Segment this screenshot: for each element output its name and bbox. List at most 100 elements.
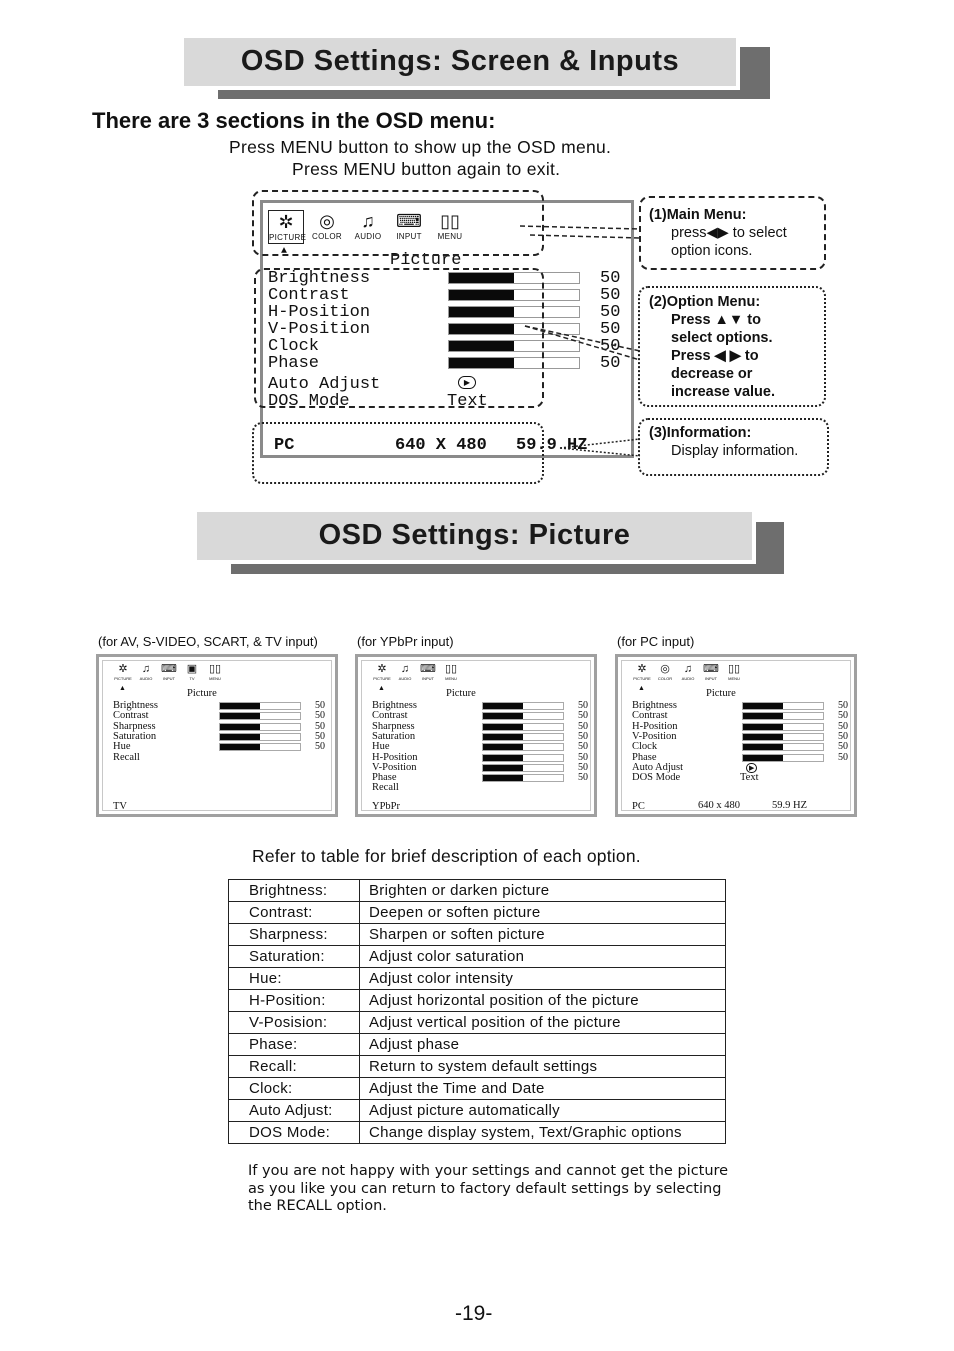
screen-option-slider[interactable] (482, 743, 564, 752)
screen-option-label: Phase (632, 751, 657, 763)
screen-extra-option[interactable]: Recall (113, 751, 140, 763)
input-icon[interactable]: ⌨INPUT (418, 663, 438, 683)
input-icon[interactable]: ⌨INPUT (159, 663, 179, 683)
callout-main-menu-line2: option icons. (671, 243, 753, 259)
audio-icon[interactable]: ♫AUDIO (136, 663, 156, 683)
play-icon[interactable]: ▶ (746, 762, 758, 773)
icon-glyph: ⌨ (703, 663, 719, 675)
callout-main-menu-text: (1)Main Menu: press◀▶ to select option i… (649, 206, 787, 260)
input-icon[interactable]: ⌨INPUT (391, 210, 427, 244)
audio-icon[interactable]: ♫AUDIO (678, 663, 698, 683)
osd-option-slider[interactable] (448, 306, 580, 318)
screen-option-slider[interactable] (742, 753, 824, 762)
osd-option-slider[interactable] (448, 340, 580, 352)
screen-option-slider[interactable] (742, 722, 824, 731)
screen-option-slider[interactable] (482, 774, 564, 783)
slider-fill (449, 273, 514, 283)
footnote-line-1: If you are not happy with your settings … (248, 1163, 729, 1179)
icon-glyph: ♫ (141, 663, 151, 675)
menu-book-icon[interactable]: ▯▯MENU (205, 663, 225, 683)
screen-option-label: Brightness (372, 700, 417, 711)
screen-option-slider[interactable] (219, 743, 301, 752)
screen-option-slider[interactable] (219, 702, 301, 710)
osd-option-slider[interactable] (448, 323, 580, 335)
screen-option-slider[interactable] (219, 722, 301, 731)
screen-option-slider[interactable] (482, 732, 564, 741)
screen-inner-border (361, 660, 591, 811)
osd-option-label: Contrast (268, 286, 350, 305)
slider-fill (449, 358, 514, 368)
audio-icon[interactable]: ♫AUDIO (350, 210, 386, 244)
slider-fill (220, 713, 260, 720)
picture-icon[interactable]: ✲PICTURE (268, 210, 306, 244)
screen-option-slider[interactable] (482, 753, 564, 762)
table-row: Sharpness:Sharpen or soften picture (228, 923, 726, 946)
screen-option-slider[interactable] (742, 743, 824, 752)
screen-extra-option[interactable]: Recall (372, 782, 399, 794)
picture-icon[interactable]: ✲PICTURE (372, 663, 392, 683)
screen-extra-option[interactable]: DOS Mode (632, 772, 681, 784)
tv-icon[interactable]: ▣TV (182, 663, 202, 683)
section-title-picture: OSD Settings: Picture (197, 512, 756, 564)
screen-option-label: Brightness (113, 700, 158, 711)
screen-option-slider[interactable] (219, 712, 301, 721)
icon-glyph: ✲ (278, 212, 294, 232)
screen-option-slider[interactable] (742, 712, 824, 721)
picture-icon[interactable]: ✲PICTURE (632, 663, 652, 683)
menu-book-icon[interactable]: ▯▯MENU (724, 663, 744, 683)
osd-option-value: 50 (600, 320, 621, 339)
osd-option-slider[interactable] (448, 289, 580, 301)
screen-option-slider[interactable] (482, 763, 564, 772)
screen-caption: (for YPbPr input) (357, 634, 454, 649)
osd-auto-adjust-label: Auto Adjust (268, 375, 381, 394)
picture-icon[interactable]: ✲PICTURE (113, 663, 133, 683)
icon-glyph: ✲ (377, 663, 387, 675)
screen-option-slider[interactable] (482, 722, 564, 731)
menu-book-icon[interactable]: ▯▯MENU (432, 210, 468, 244)
rgb-color-icon[interactable]: ◎COLOR (309, 210, 345, 244)
play-icon[interactable]: ▶ (458, 376, 476, 389)
input-icon[interactable]: ⌨INPUT (701, 663, 721, 683)
slider-fill (220, 723, 260, 730)
screen-option-label: Saturation (372, 730, 416, 742)
screen-option-slider[interactable] (482, 712, 564, 721)
callout-option-menu-title: (2)Option Menu: (649, 294, 761, 310)
callout-connectors (519, 225, 641, 457)
menu-book-icon[interactable]: ▯▯MENU (441, 663, 461, 683)
screen-option-slider[interactable] (219, 732, 301, 741)
rgb-color-icon[interactable]: ◎COLOR (655, 663, 675, 683)
table-option-description: Adjust color saturation (359, 945, 726, 968)
audio-icon[interactable]: ♫AUDIO (395, 663, 415, 683)
osd-option-slider[interactable] (448, 272, 580, 284)
screen-option-slider[interactable] (742, 702, 824, 710)
osd-option-slider[interactable] (448, 357, 580, 369)
screen-option-slider[interactable] (482, 702, 564, 710)
screen-extra-option[interactable]: Auto Adjust (632, 761, 684, 773)
screen-option-slider[interactable] (742, 732, 824, 741)
